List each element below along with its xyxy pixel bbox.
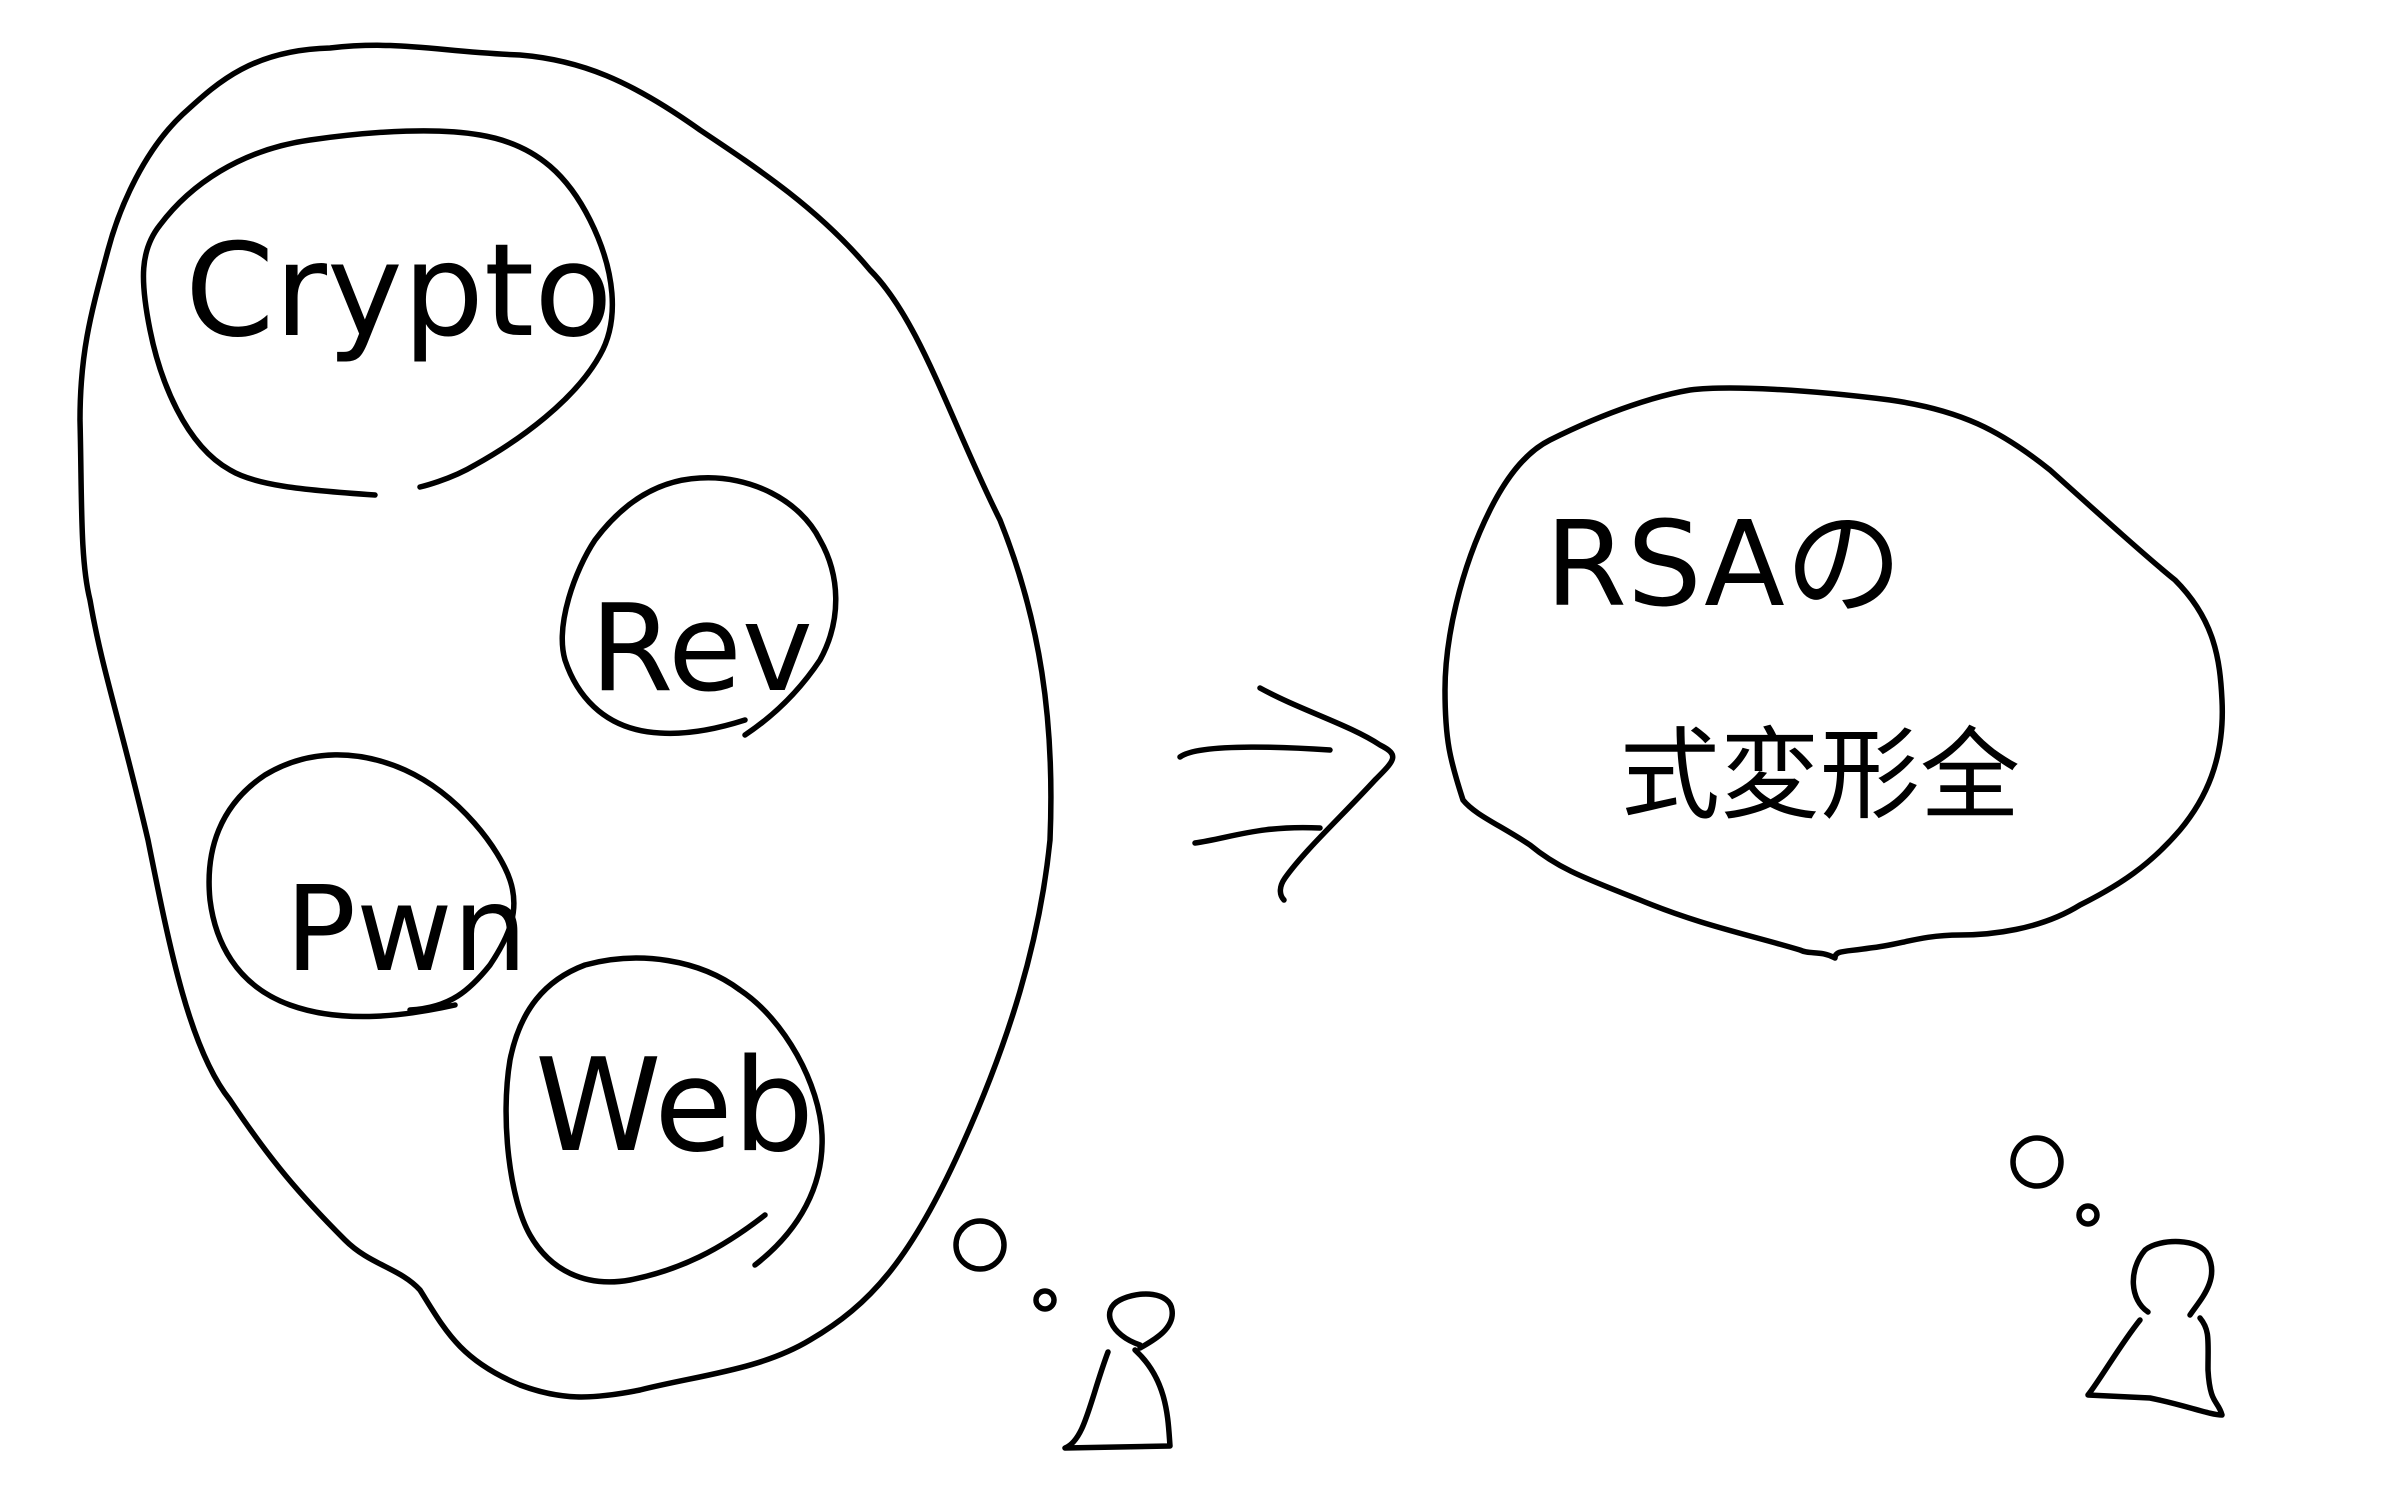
web-label: Web bbox=[535, 1032, 814, 1181]
right-thought-dot-small bbox=[2076, 1203, 2100, 1227]
right-person-icon bbox=[2085, 1238, 2225, 1418]
crypto-label: Crypto bbox=[185, 217, 613, 366]
implication-arrow: ⇒ bbox=[0, 0, 1396, 903]
pwn-bubble bbox=[206, 752, 517, 1020]
left-thought-cloud bbox=[77, 42, 1054, 1400]
left-thought-dot-large bbox=[953, 1218, 1007, 1272]
web-bubble bbox=[503, 955, 825, 1285]
rsa-label-line1: RSAの bbox=[1545, 495, 1903, 633]
arrow-label: ⇒ bbox=[0, 0, 1, 1]
crypto-bubble bbox=[140, 128, 616, 498]
left-thought-dot-small bbox=[1033, 1288, 1057, 1312]
right-thought-dot-large bbox=[2010, 1135, 2064, 1189]
rev-label: Rev bbox=[590, 580, 813, 719]
right-thought-cloud bbox=[1442, 385, 2226, 961]
left-person-icon bbox=[1062, 1291, 1175, 1451]
rsa-label-line2: 式変形全 bbox=[1620, 717, 2020, 834]
pwn-label: Pwn bbox=[285, 860, 527, 998]
rev-bubble bbox=[559, 475, 839, 738]
